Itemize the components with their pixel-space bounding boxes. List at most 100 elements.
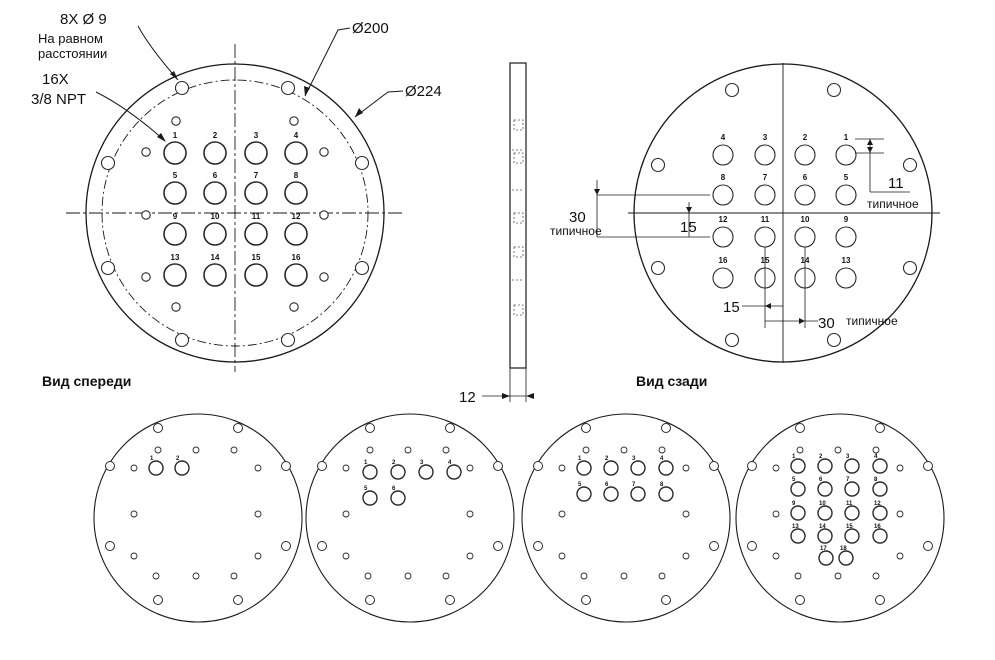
mount-hole (826, 82, 842, 98)
port-label: 4 (874, 454, 878, 460)
small-hole (404, 572, 412, 580)
port-label: 11 (761, 215, 770, 224)
port-label: 1 (792, 454, 796, 460)
port-hole (284, 263, 308, 287)
small-hole (154, 446, 162, 454)
port-label: 16 (719, 256, 728, 265)
port-label: 7 (846, 477, 850, 483)
mount-hole (709, 461, 719, 471)
variant-ports (362, 464, 462, 506)
front-small-holes (100, 80, 370, 348)
mount-hole (153, 423, 163, 433)
arrow-ports (157, 133, 166, 142)
port-hole (390, 464, 406, 480)
mount-hole (280, 332, 296, 348)
port-hole (576, 460, 592, 476)
small-hole (254, 552, 262, 560)
port-label: 18 (840, 546, 847, 552)
port-label: 13 (171, 253, 180, 262)
port-hole (284, 141, 308, 165)
port-hole (844, 528, 860, 544)
port-hole (794, 184, 816, 206)
port-hole (712, 267, 734, 289)
port-hole (418, 464, 434, 480)
mount-hole (581, 423, 591, 433)
mount-hole (724, 82, 740, 98)
small-hole (772, 552, 780, 560)
mount-hole (923, 541, 933, 551)
side-port (513, 119, 524, 131)
port-hole (790, 505, 806, 521)
rear-dim-30-v-note: типичное (550, 224, 602, 238)
arrow-holes (170, 71, 178, 80)
small-hole (254, 510, 262, 518)
variant-ports (576, 460, 674, 502)
mount-hole (100, 260, 116, 276)
rear-dim30v-arrow (594, 189, 600, 195)
mount-hole (826, 332, 842, 348)
port-hole (835, 226, 857, 248)
mount-hole (141, 147, 151, 157)
small-hole (130, 552, 138, 560)
arrow-outer (355, 108, 363, 117)
port-label: 13 (792, 524, 799, 530)
port-label: 11 (846, 501, 853, 507)
mount-hole (724, 332, 740, 348)
variant-small-holes (317, 423, 503, 605)
port-hole (712, 144, 734, 166)
small-hole (192, 572, 200, 580)
variant-small-holes (105, 423, 291, 605)
port-label: 2 (392, 460, 396, 466)
port-label: 7 (632, 482, 636, 488)
small-hole (230, 446, 238, 454)
port-hole (203, 263, 227, 287)
small-hole (658, 572, 666, 580)
port-hole (872, 505, 888, 521)
small-hole (896, 510, 904, 518)
port-hole (872, 481, 888, 497)
mount-hole (171, 302, 181, 312)
port-hole (838, 550, 854, 566)
port-label: 2 (803, 133, 808, 142)
rear-dim11-arrow-a (867, 139, 873, 145)
port-hole (835, 144, 857, 166)
port-hole (244, 141, 268, 165)
port-label: 14 (819, 524, 826, 530)
small-hole (872, 572, 880, 580)
variant-outer-circle (93, 413, 303, 623)
small-hole (558, 510, 566, 518)
port-hole (163, 222, 187, 246)
port-label: 4 (721, 133, 726, 142)
small-hole (620, 572, 628, 580)
port-hole (658, 486, 674, 502)
mount-hole (281, 541, 291, 551)
small-hole (682, 510, 690, 518)
port-label: 9 (173, 212, 178, 221)
mount-hole (875, 595, 885, 605)
side-dim-arrow-b (526, 393, 534, 399)
port-label: 6 (605, 482, 609, 488)
small-hole (230, 572, 238, 580)
small-hole (772, 510, 780, 518)
callout-holes-count: 8X Ø 9 (60, 11, 107, 28)
small-hole (342, 552, 350, 560)
port-hole (818, 550, 834, 566)
mount-hole (354, 260, 370, 276)
rear-view-title: Вид сзади (636, 373, 707, 389)
port-hole (244, 181, 268, 205)
rear-dim15v-arrow (686, 207, 692, 213)
port-label: 16 (874, 524, 881, 530)
port-label: 2 (819, 454, 823, 460)
port-hole (790, 458, 806, 474)
callout-ports-count: 16X (42, 71, 69, 88)
port-label: 16 (292, 253, 301, 262)
port-label: 12 (292, 212, 301, 221)
mount-hole (902, 157, 918, 173)
port-hole (658, 460, 674, 476)
mount-hole (795, 423, 805, 433)
mount-hole (493, 461, 503, 471)
rear-dim30h-arrow (799, 318, 805, 324)
